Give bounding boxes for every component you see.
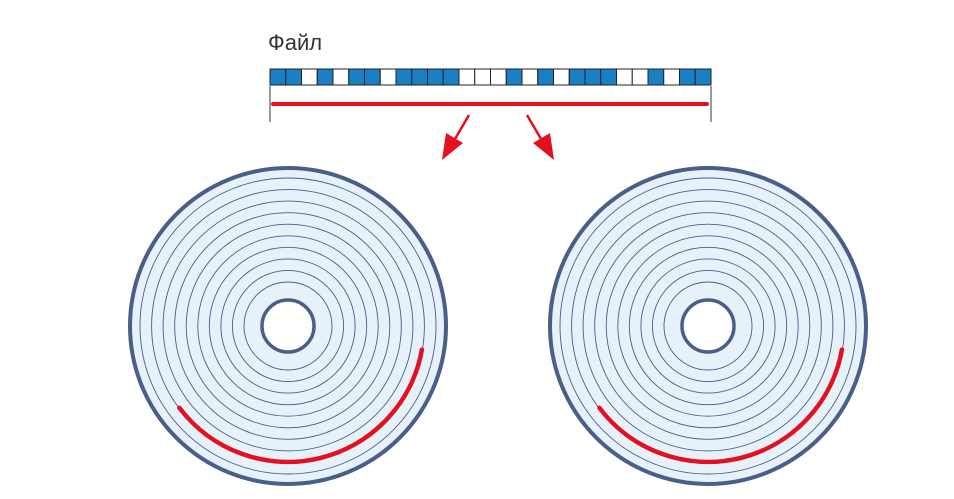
disk-track <box>139 177 437 475</box>
file-block-empty <box>379 68 397 86</box>
file-block-filled <box>647 68 665 86</box>
file-block-strip <box>269 68 712 86</box>
arrow-right-head <box>533 133 554 160</box>
file-fragment-arc <box>177 347 425 465</box>
file-block-filled <box>411 68 428 86</box>
file-block-empty <box>458 68 476 86</box>
arrow-left-shaft <box>453 114 471 140</box>
file-block-filled <box>679 68 696 86</box>
disk-spindle-hole <box>680 298 736 354</box>
split-arrows <box>442 114 554 160</box>
disk-track <box>651 269 765 383</box>
arrow-left-head <box>442 133 463 160</box>
file-block-filled <box>442 68 460 86</box>
disk-track <box>162 200 414 452</box>
file-block-empty <box>631 68 649 86</box>
file-block-empty <box>490 68 507 86</box>
file-block-empty <box>474 68 491 86</box>
file-block-filled <box>694 68 712 86</box>
disk-track <box>231 269 345 383</box>
file-block-filled <box>316 68 334 86</box>
disk-track <box>605 223 811 429</box>
disk-track <box>243 281 333 371</box>
disk-track <box>220 258 356 394</box>
disk-track <box>197 235 379 417</box>
disk-track <box>617 235 799 417</box>
file-block-empty <box>616 68 633 86</box>
disk-track <box>594 212 822 440</box>
disk-track <box>174 212 402 440</box>
file-block-empty <box>332 68 350 86</box>
file-block-filled <box>364 68 381 86</box>
file-block-empty <box>553 68 570 86</box>
disk-right <box>548 166 868 486</box>
file-block-filled <box>348 68 365 86</box>
file-block-filled <box>505 68 523 86</box>
disk-track <box>185 223 391 429</box>
disk-track <box>663 281 753 371</box>
arrow-right-shaft <box>525 114 543 140</box>
file-block-filled <box>285 68 302 86</box>
disk-track <box>559 177 857 475</box>
file-block-filled <box>269 68 287 86</box>
file-block-empty <box>301 68 318 86</box>
file-fragment-arc <box>597 347 845 465</box>
file-label: Файл <box>268 30 322 55</box>
file-block-filled <box>395 68 413 86</box>
disk-track <box>640 258 776 394</box>
file-block-empty <box>663 68 680 86</box>
file-block-empty <box>521 68 539 86</box>
disk-track <box>582 200 834 452</box>
disk-spindle-hole <box>260 298 316 354</box>
file-block-filled <box>600 68 617 86</box>
file-block-filled <box>568 68 586 86</box>
file-block-filled <box>427 68 444 86</box>
disk-left <box>128 166 448 486</box>
file-block-filled <box>537 68 554 86</box>
disk-track <box>628 246 788 406</box>
disk-track <box>208 246 368 406</box>
file-span-bracket <box>269 86 712 122</box>
file-block-filled <box>584 68 602 86</box>
